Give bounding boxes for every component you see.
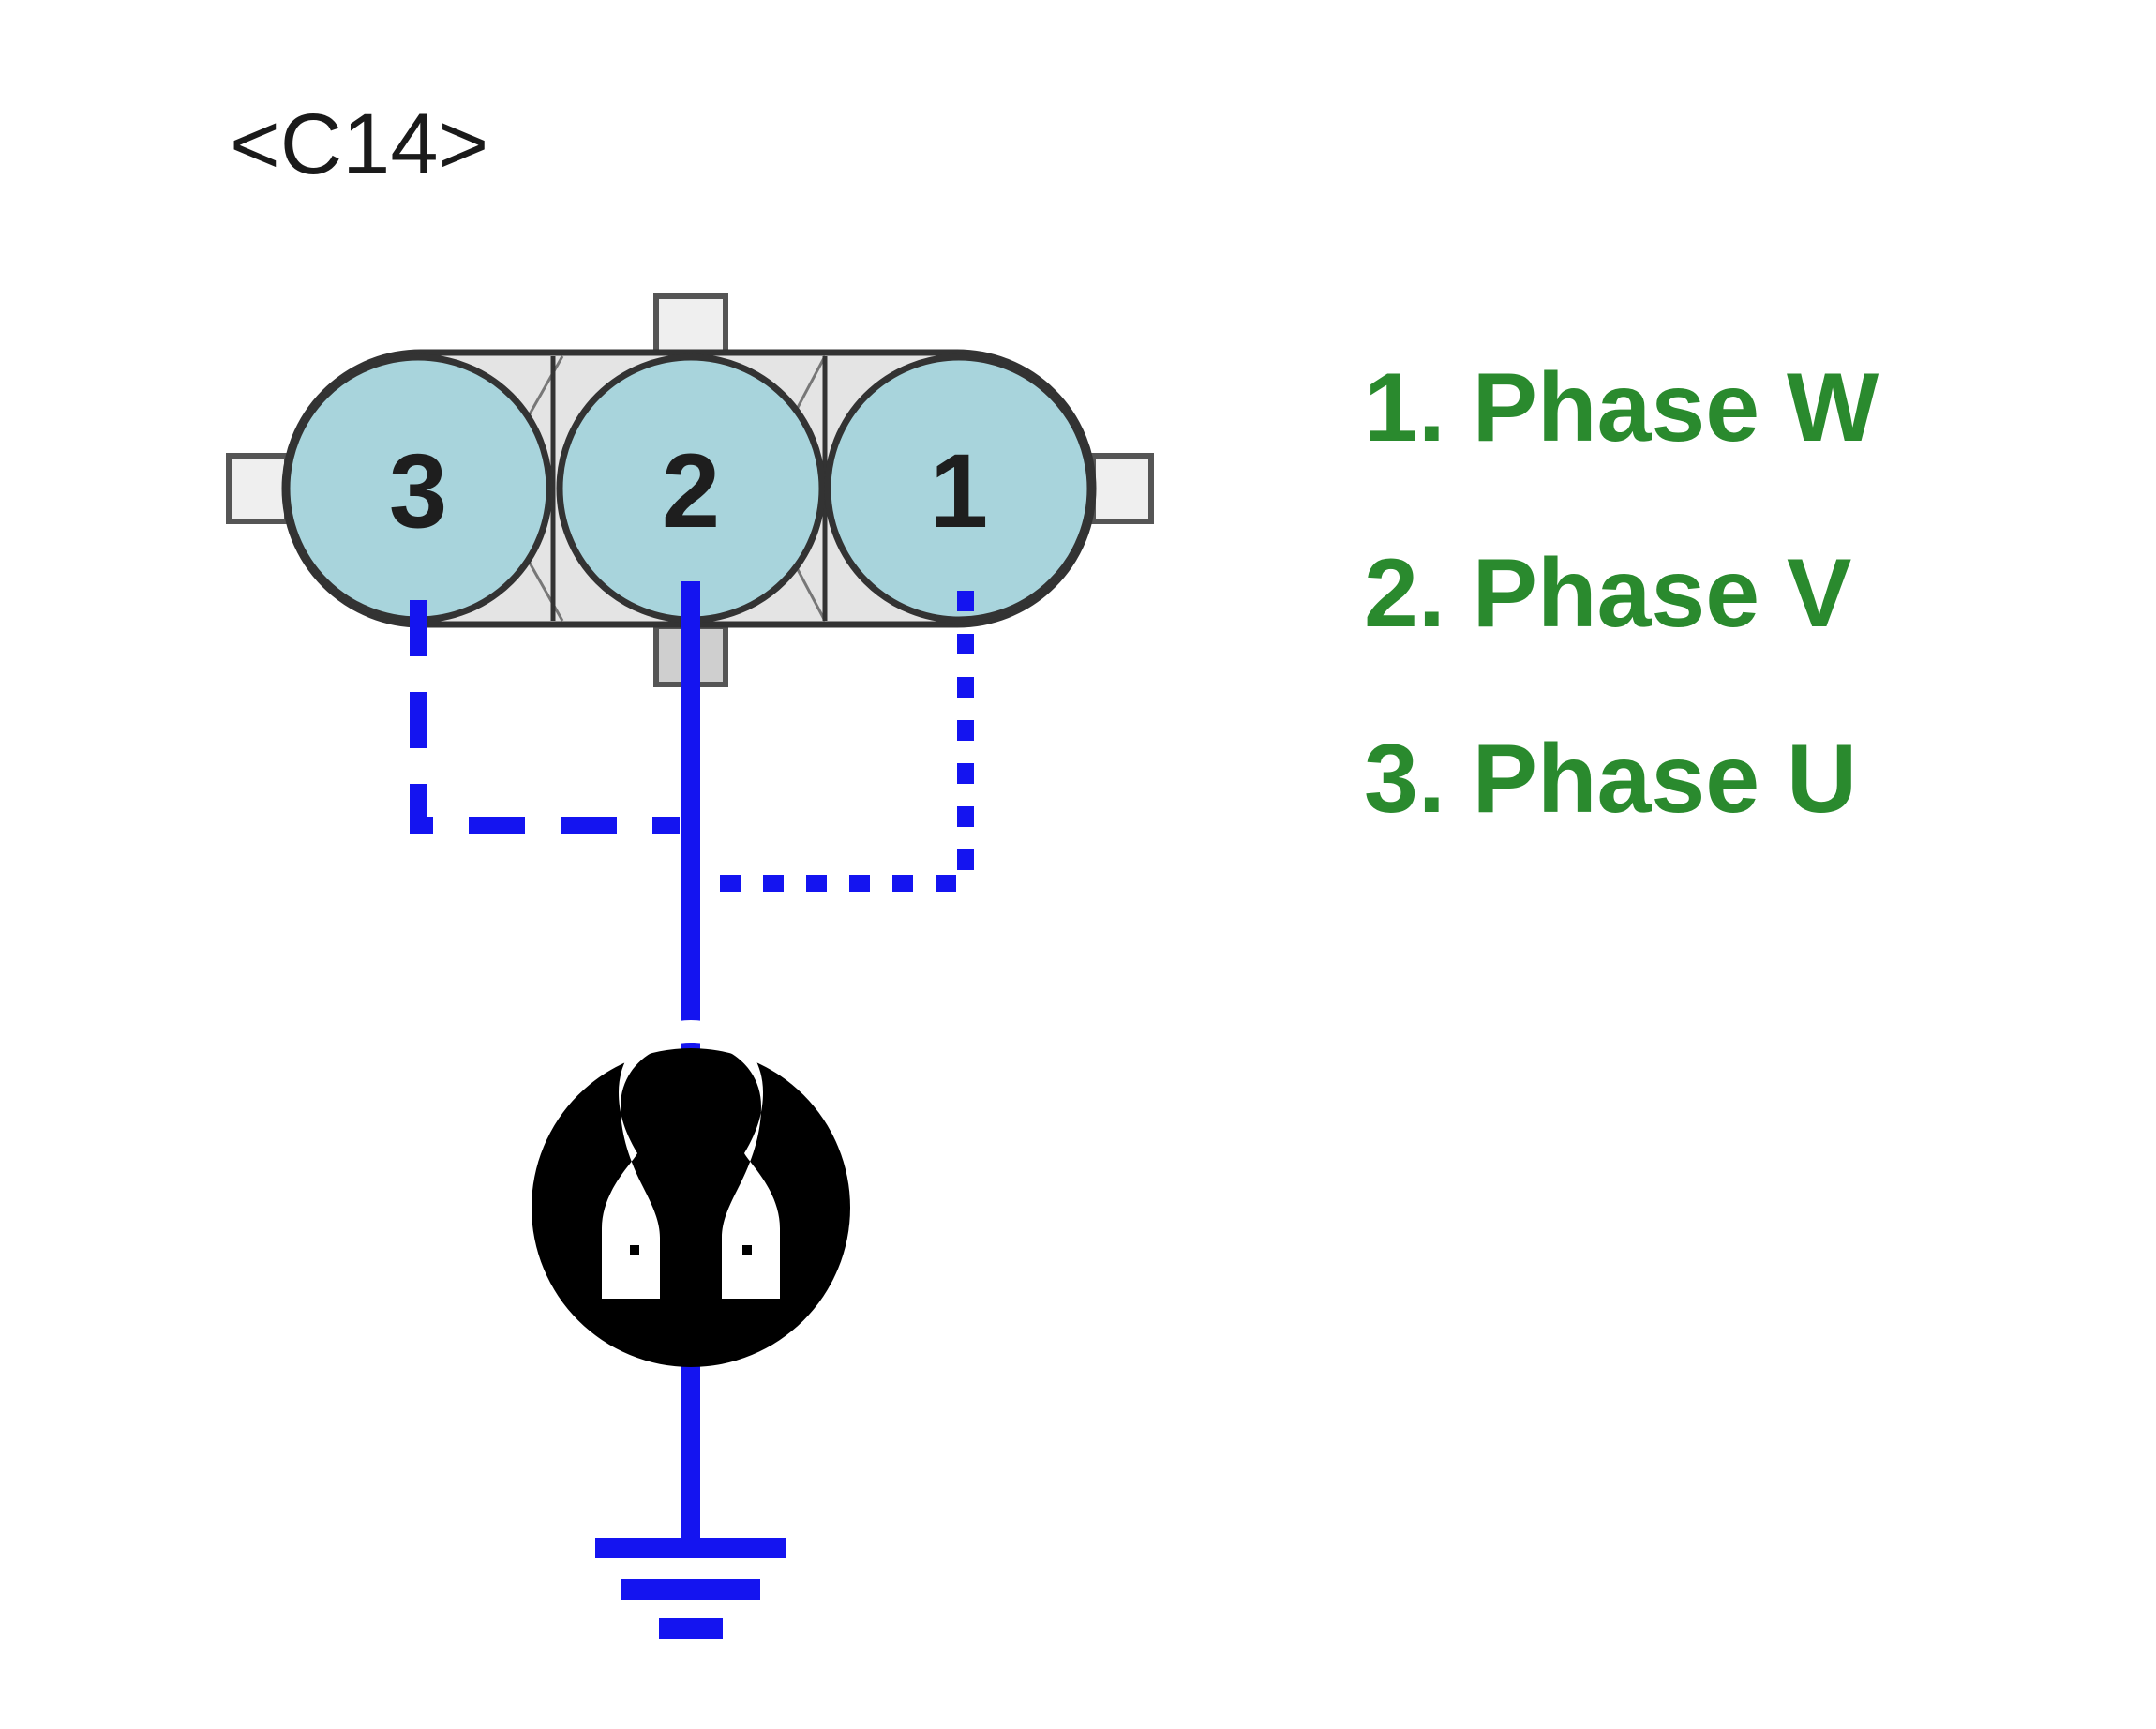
ohmmeter (532, 1020, 850, 1367)
pin-3: 3 (283, 353, 553, 624)
legend-item-3: 3. Phase U (1364, 725, 1857, 834)
pin-3-dashed-lead (410, 600, 680, 834)
pin-1: 1 (824, 353, 1094, 624)
connector-label: <C14> (230, 97, 488, 192)
pin-3-number: 3 (389, 432, 447, 549)
pin-1-number: 1 (930, 432, 988, 549)
connector-tab-left (226, 453, 290, 524)
pin-legend: 1. Phase W 2. Phase V 3. Phase U (1364, 353, 1879, 834)
pin-2: 2 (556, 353, 826, 624)
pin-2-number: 2 (662, 432, 720, 549)
connector-tab-top (653, 293, 728, 357)
ground-icon (595, 1538, 786, 1639)
pin-1-dotted-lead (701, 591, 974, 892)
ohmmeter-icon (602, 1020, 780, 1299)
legend-item-2: 2. Phase V (1364, 539, 1851, 648)
connector-tab-right (1090, 453, 1154, 524)
legend-item-1: 1. Phase W (1364, 353, 1879, 462)
test-leads (410, 581, 974, 1549)
